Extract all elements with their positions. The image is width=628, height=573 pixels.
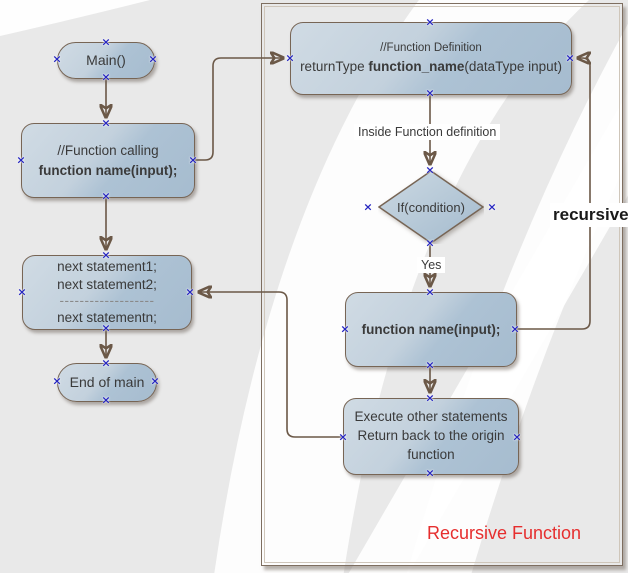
frame-inner-border bbox=[264, 6, 620, 563]
execute-line-3: function bbox=[407, 446, 455, 462]
diagram-title[interactable]: Recursive Function bbox=[427, 523, 582, 543]
diamond-shape bbox=[377, 170, 485, 244]
connector-return-to-next[interactable] bbox=[199, 292, 343, 438]
code-prefix: returnType bbox=[300, 59, 369, 75]
function-calling-comment: //Function calling bbox=[57, 142, 159, 158]
function-definition-code: returnType function_name(dataType input) bbox=[300, 57, 562, 77]
recursive-function-frame[interactable] bbox=[261, 3, 623, 566]
code-function-name: function_name bbox=[368, 59, 465, 75]
execute-line-2: Return back to the origin bbox=[357, 428, 505, 444]
main-start-label: Main() bbox=[86, 52, 126, 69]
end-of-main-node[interactable]: End of main bbox=[57, 363, 157, 402]
connector-calling-to-definition[interactable] bbox=[193, 58, 283, 161]
next-statement-2: next statement2; bbox=[57, 276, 157, 292]
next-statement-1: next statement1; bbox=[57, 258, 157, 274]
recursive-side-label[interactable]: recursive bbox=[550, 203, 628, 227]
next-statements-node[interactable]: next statement1; next statement2; ------… bbox=[22, 255, 192, 330]
code-suffix: (dataType input) bbox=[464, 59, 562, 75]
inside-function-label[interactable]: Inside Function definition bbox=[354, 124, 501, 140]
connector-recursive-loop[interactable] bbox=[515, 58, 591, 330]
main-start-node[interactable]: Main() bbox=[57, 42, 155, 79]
recursive-call-code: function name(input); bbox=[361, 321, 501, 337]
condition-label: If(condition) bbox=[397, 199, 465, 215]
condition-diamond-node[interactable]: If(condition) bbox=[377, 170, 485, 244]
execute-return-node[interactable]: Execute other statements Return back to … bbox=[343, 398, 519, 475]
recursive-call-node[interactable]: function name(input); bbox=[345, 292, 517, 367]
end-of-main-label: End of main bbox=[69, 374, 145, 391]
function-calling-node[interactable]: //Function calling function name(input); bbox=[21, 123, 195, 198]
next-statement-n: next statementn; bbox=[57, 310, 157, 326]
function-calling-code: function name(input); bbox=[38, 162, 178, 178]
ellipsis-dashes: ------------------- bbox=[59, 293, 155, 309]
function-definition-node[interactable]: //Function Definition returnType functio… bbox=[290, 22, 572, 95]
yes-label[interactable]: Yes bbox=[417, 257, 446, 273]
execute-line-1: Execute other statements bbox=[354, 409, 508, 425]
function-definition-comment: //Function Definition bbox=[380, 42, 482, 55]
